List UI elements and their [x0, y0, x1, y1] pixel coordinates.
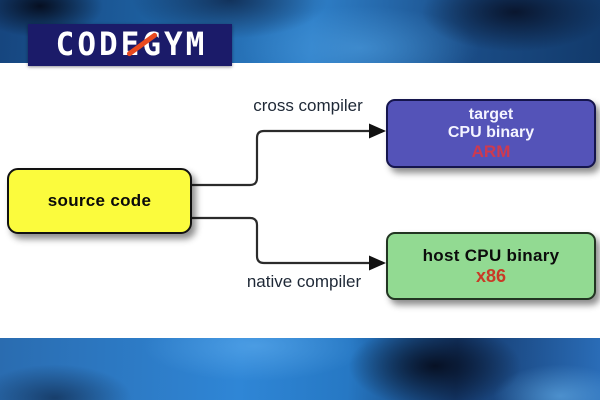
native-compiler-connector: [190, 216, 371, 265]
cross-compiler-connector: [190, 129, 371, 187]
native-compiler-label: native compiler: [246, 272, 362, 291]
target-cpu-binary-box: target CPU binary ARM: [386, 99, 596, 168]
target-box-line1: target: [468, 106, 514, 123]
codegym-logo: CODEGYM: [28, 24, 232, 66]
native-compiler-arrowhead-icon: [369, 255, 386, 271]
target-arch-label: ARM: [471, 142, 511, 161]
cross-compiler-arrowhead-icon: [369, 123, 386, 139]
background-bottom-band: [0, 338, 600, 400]
cross-compiler-label: cross compiler: [253, 96, 363, 115]
host-arch-label: x86: [475, 266, 507, 286]
host-cpu-binary-box: host CPU binary x86: [386, 232, 596, 300]
source-code-box: source code: [7, 168, 192, 234]
target-box-line2: CPU binary: [447, 124, 535, 141]
host-box-label: host CPU binary: [422, 246, 560, 265]
source-code-label: source code: [47, 191, 152, 210]
